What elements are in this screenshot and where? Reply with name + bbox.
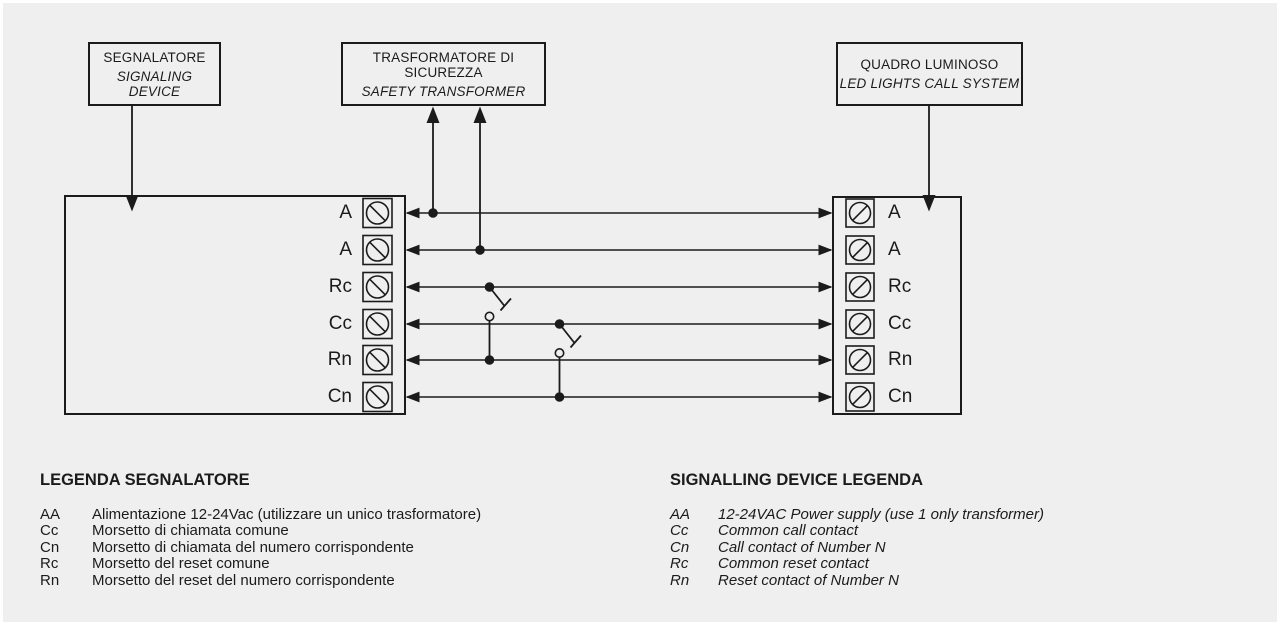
legend-desc: Call contact of Number N bbox=[718, 538, 886, 556]
right-terminal-label: A bbox=[888, 202, 901, 223]
legend-row: Rn Morsetto del reset del numero corrispo… bbox=[40, 571, 481, 589]
left-terminal-label: Cc bbox=[328, 313, 352, 334]
legend-row: Cn Morsetto di chiamata del numero corris… bbox=[40, 538, 481, 556]
left-terminal-label: A bbox=[339, 239, 352, 260]
legend-right: SIGNALLING DEVICE LEGENDA AA 12-24VAC Pow… bbox=[670, 472, 1044, 589]
legend-abbr: Rc bbox=[40, 555, 59, 573]
legend-abbr: Cn bbox=[40, 538, 60, 556]
right-terminal-block bbox=[832, 196, 962, 415]
left-terminal-label: Rc bbox=[328, 276, 352, 297]
safety-transformer-subtitle: SAFETY TRANSFORMER bbox=[361, 83, 526, 99]
legend-abbr: Cn bbox=[670, 538, 690, 556]
legend-row: Cc Morsetto di chiamata comune bbox=[40, 522, 481, 540]
diagram-background bbox=[3, 3, 1277, 622]
legend-row: Cn Call contact of Number N bbox=[670, 538, 1044, 556]
left-terminal-label: Rn bbox=[327, 349, 352, 370]
legend-right-items: AA 12-24VAC Power supply (use 1 only tran… bbox=[670, 506, 1044, 589]
legend-left-title: LEGENDA SEGNALATORE bbox=[40, 471, 250, 489]
signaling-device-box: SEGNALATORE SIGNALING DEVICE bbox=[88, 42, 221, 106]
legend-desc: Reset contact of Number N bbox=[718, 571, 899, 589]
legend-left-items: AA Alimentazione 12-24Vac (utilizzare un … bbox=[40, 506, 482, 589]
right-terminal-label: A bbox=[888, 239, 901, 260]
legend-left: LEGENDA SEGNALATORE AA Alimentazione 12-2… bbox=[40, 472, 481, 589]
legend-desc: Common reset contact bbox=[718, 555, 869, 573]
legend-desc: Morsetto di chiamata del numero corrispo… bbox=[92, 538, 414, 556]
legend-desc: Alimentazione 12-24Vac (utilizzare un un… bbox=[92, 506, 482, 523]
legend-abbr: AA bbox=[670, 506, 691, 523]
signaling-device-title: SEGNALATORE bbox=[103, 49, 206, 65]
right-terminal-label: Cc bbox=[888, 313, 912, 334]
legend-row: Rc Morsetto del reset comune bbox=[40, 555, 481, 573]
led-system-title: QUADRO LUMINOSO bbox=[860, 57, 999, 72]
left-terminal-label: A bbox=[339, 202, 352, 223]
legend-abbr: Cc bbox=[670, 522, 689, 540]
legend-row: AA Alimentazione 12-24Vac (utilizzare un … bbox=[40, 506, 482, 523]
legend-right-title: SIGNALLING DEVICE LEGENDA bbox=[670, 471, 924, 489]
legend-abbr: Cc bbox=[40, 522, 59, 540]
legend-desc: 12-24VAC Power supply (use 1 only transf… bbox=[718, 506, 1044, 523]
right-terminal-label: Cn bbox=[888, 386, 913, 407]
right-terminal-label: Rc bbox=[888, 276, 912, 297]
legend-row: Cc Common call contact bbox=[670, 522, 1044, 540]
safety-transformer-title: TRASFORMATORE DI SICUREZZA bbox=[372, 49, 515, 80]
legend-row: AA 12-24VAC Power supply (use 1 only tran… bbox=[670, 506, 1044, 523]
legend-abbr: AA bbox=[40, 506, 61, 523]
left-terminal-block bbox=[64, 195, 406, 415]
legend-abbr: Rc bbox=[670, 555, 689, 573]
legend-desc: Common call contact bbox=[718, 522, 859, 540]
legend-desc: Morsetto del reset del numero corrispond… bbox=[92, 571, 395, 589]
signaling-device-subtitle: SIGNALING DEVICE bbox=[116, 68, 193, 99]
legend-desc: Morsetto del reset comune bbox=[92, 555, 270, 573]
left-terminal-label: Cn bbox=[327, 386, 352, 407]
led-system-box: QUADRO LUMINOSO LED LIGHTS CALL SYSTEM bbox=[836, 42, 1023, 106]
right-terminal-label: Rn bbox=[888, 349, 913, 370]
legend-abbr: Rn bbox=[670, 571, 690, 589]
legend-desc: Morsetto di chiamata comune bbox=[92, 522, 289, 540]
legend-abbr: Rn bbox=[40, 571, 60, 589]
legend-row: Rn Reset contact of Number N bbox=[670, 571, 1044, 589]
legend-row: Rc Common reset contact bbox=[670, 555, 1044, 573]
safety-transformer-box: TRASFORMATORE DI SICUREZZA SAFETY TRANSF… bbox=[341, 42, 546, 106]
led-system-subtitle: LED LIGHTS CALL SYSTEM bbox=[839, 76, 1020, 91]
